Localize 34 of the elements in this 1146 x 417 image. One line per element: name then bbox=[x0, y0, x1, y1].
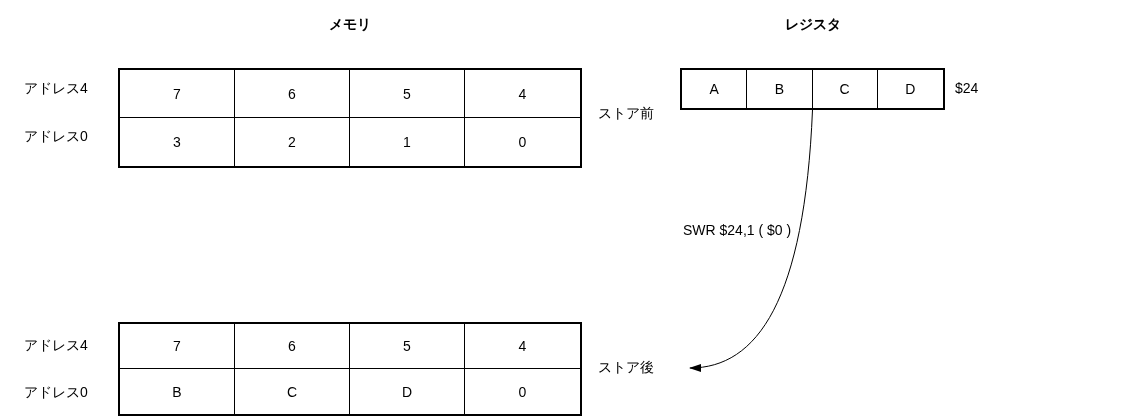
table-cell-text: 0 bbox=[517, 133, 528, 152]
text-label: アドレス4 bbox=[24, 337, 88, 355]
register-table bbox=[680, 68, 945, 110]
memory-table bbox=[118, 68, 582, 168]
table-cell: 5 bbox=[350, 70, 465, 118]
edge-label: SWR $24,1 ( $0 ) bbox=[683, 222, 792, 238]
text-label: アドレス4 bbox=[24, 80, 88, 98]
table-cell: 5 bbox=[350, 324, 465, 369]
table-cell-text: 0 bbox=[517, 382, 528, 402]
state-label: ストア後 bbox=[598, 358, 688, 378]
text-label: アドレス0 bbox=[24, 128, 88, 146]
table-cell: 6 bbox=[235, 70, 350, 118]
table-cell: 2 bbox=[235, 118, 350, 166]
table-cell: B bbox=[120, 369, 235, 414]
table-cell: D bbox=[350, 369, 465, 414]
table-cell: 6 bbox=[235, 324, 350, 369]
table-cell: 4 bbox=[465, 70, 580, 118]
table-cell: 1 bbox=[350, 118, 465, 166]
table-cell: B bbox=[747, 70, 813, 108]
text-label: アドレス0 bbox=[24, 384, 88, 402]
table-cell-text: D bbox=[904, 80, 917, 99]
register-name: $24 bbox=[955, 80, 979, 96]
section-title: メモリ bbox=[329, 16, 371, 34]
table-cell: 7 bbox=[120, 324, 235, 369]
table-cell: 7 bbox=[120, 70, 235, 118]
text-label: ストア前 bbox=[598, 105, 654, 123]
section-title: レジスタ bbox=[785, 16, 841, 34]
table-cell: C bbox=[812, 70, 878, 108]
table-cell: C bbox=[235, 369, 350, 414]
table-cell: 3 bbox=[120, 118, 235, 166]
memory-table bbox=[118, 322, 582, 416]
table-cell: A bbox=[682, 70, 748, 108]
curved-arrow bbox=[689, 109, 813, 371]
table-cell: 4 bbox=[465, 324, 580, 369]
